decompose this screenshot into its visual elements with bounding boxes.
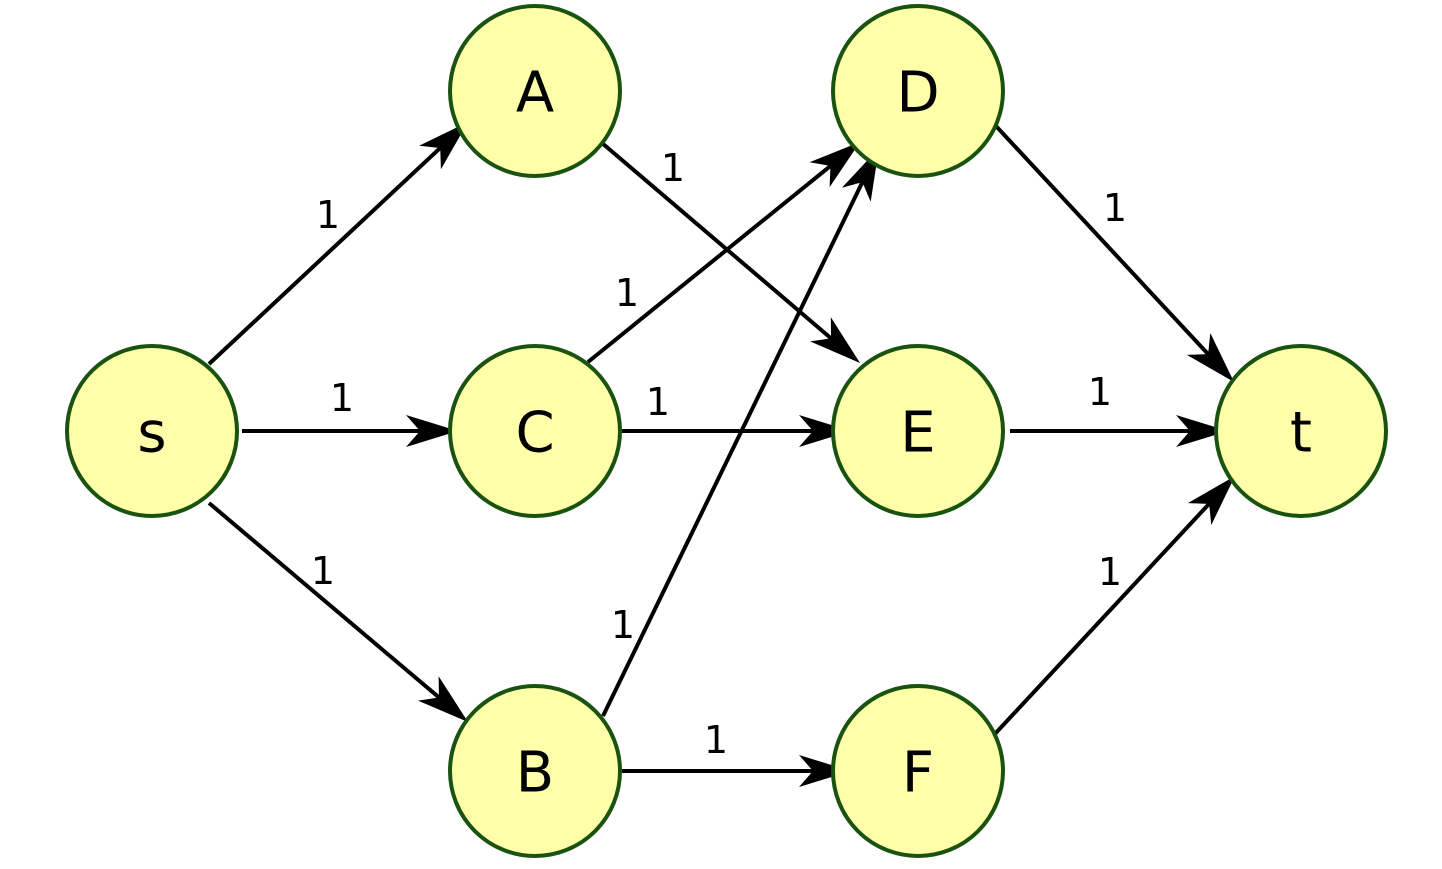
node-label: s (137, 401, 166, 466)
node-C: C (448, 344, 622, 518)
edge-C-E: 1 (622, 380, 851, 447)
node-circle (448, 684, 622, 858)
node-circle (448, 4, 622, 178)
node-label: E (900, 401, 935, 466)
node-t: t (1214, 344, 1388, 518)
edge-A-E: 1 (600, 141, 860, 363)
node-A: A (448, 4, 622, 178)
edge-s-A: 1 (207, 122, 468, 366)
node-E: E (831, 344, 1005, 518)
node-label: B (516, 741, 554, 806)
node-F: F (831, 684, 1005, 858)
edge-capacity-label: 1 (311, 549, 335, 593)
node-circle (1214, 344, 1388, 518)
edge-capacity-label: 1 (1098, 550, 1122, 594)
arrowhead-icon (406, 415, 458, 447)
edge-line (993, 123, 1210, 356)
edge-line (601, 181, 865, 717)
node-label: D (896, 61, 939, 126)
edge-capacity-label: 1 (611, 603, 635, 647)
edge-s-C: 1 (242, 376, 458, 447)
arrowhead-icon (1176, 415, 1228, 447)
edge-E-t: 1 (1010, 370, 1228, 447)
edge-B-F: 1 (622, 718, 851, 787)
arrowhead-icon (809, 142, 860, 188)
edge-line (991, 502, 1211, 738)
node-circle (831, 4, 1005, 178)
arrowhead-icon (799, 755, 851, 787)
arrowhead-icon (419, 122, 468, 170)
node-label: C (515, 401, 554, 466)
arrowhead-icon (799, 415, 851, 447)
edge-s-B: 1 (207, 501, 468, 722)
node-label: A (516, 61, 554, 126)
node-B: B (448, 684, 622, 858)
node-circle (65, 344, 239, 518)
edge-line (207, 146, 442, 366)
edge-capacity-label: 1 (661, 146, 685, 190)
edge-D-t: 1 (993, 123, 1234, 382)
node-circle (831, 684, 1005, 858)
arrowhead-icon (1187, 476, 1235, 525)
edge-capacity-label: 1 (704, 718, 728, 762)
arrowhead-icon (810, 317, 860, 363)
edge-line (207, 501, 441, 699)
node-circle (448, 344, 622, 518)
edge-F-t: 1 (991, 476, 1235, 738)
edge-line (586, 164, 832, 364)
edge-capacity-label: 1 (1088, 370, 1112, 414)
node-D: D (831, 4, 1005, 178)
edges-layer: 1 1 1 1 1 1 1 1 1 1 1 (207, 122, 1235, 787)
edge-capacity-label: 1 (615, 271, 639, 315)
edge-C-D: 1 (586, 142, 860, 364)
node-circle (831, 344, 1005, 518)
edge-line (600, 141, 833, 340)
node-label: t (1290, 401, 1312, 466)
edge-capacity-label: 1 (1103, 186, 1127, 230)
edge-capacity-label: 1 (316, 193, 340, 237)
arrowhead-icon (417, 676, 468, 722)
arrowhead-icon (1186, 333, 1234, 382)
edge-capacity-label: 1 (330, 376, 354, 420)
nodes-layer: s A C B D E Ft (65, 4, 1388, 858)
edge-capacity-label: 1 (646, 380, 670, 424)
node-label: F (902, 741, 934, 806)
node-s: s (65, 344, 239, 518)
